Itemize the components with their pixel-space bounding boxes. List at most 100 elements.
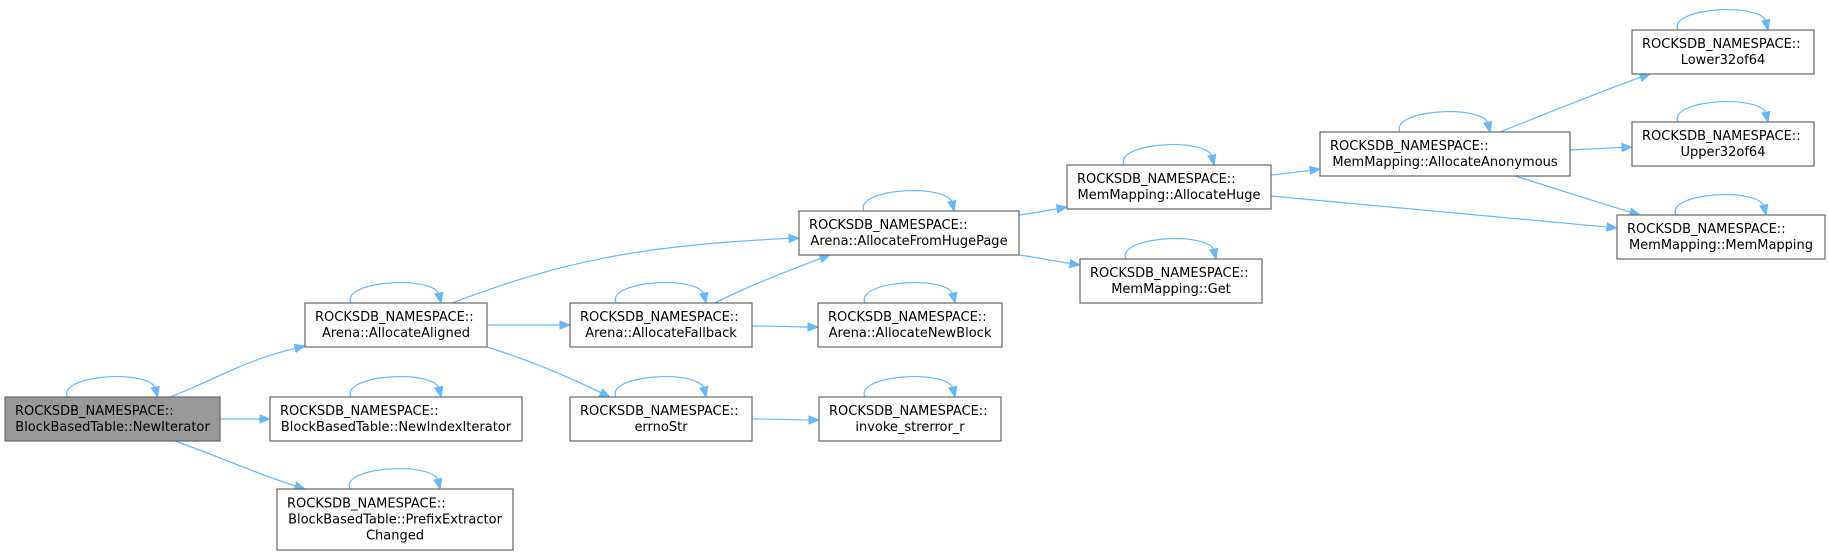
edge-new_iterator-to-new_index_iterator xyxy=(220,414,272,424)
node-box xyxy=(817,302,1003,348)
nodes-layer: ROCKSDB_NAMESPACE::BlockBasedTable::NewI… xyxy=(4,29,1826,551)
self-loop-line xyxy=(863,376,954,398)
node-prefix-extractor-changed[interactable]: ROCKSDB_NAMESPACE::BlockBasedTable::Pref… xyxy=(276,488,514,551)
node-box xyxy=(276,488,514,551)
node-label-line: ROCKSDB_NAMESPACE:: xyxy=(15,404,174,419)
node-label-line: ROCKSDB_NAMESPACE:: xyxy=(1077,172,1236,187)
edge-new_iterator-to-allocate_aligned xyxy=(169,343,307,398)
node-label-line: invoke_strerror_r xyxy=(855,420,965,435)
node-new-index-iterator[interactable]: ROCKSDB_NAMESPACE::BlockBasedTable::NewI… xyxy=(269,396,523,442)
node-label-line: BlockBasedTable::NewIndexIterator xyxy=(281,420,512,435)
edge-line xyxy=(1018,207,1059,216)
edge-arrowhead xyxy=(788,233,801,244)
node-box xyxy=(304,302,488,348)
node-label-line: Arena::AllocateNewBlock xyxy=(829,326,992,341)
node-allocate-fallback[interactable]: ROCKSDB_NAMESPACE::Arena::AllocateFallba… xyxy=(569,302,753,348)
edge-allocate_fallback-to-allocate_from_huge_page xyxy=(714,254,832,304)
edge-line xyxy=(751,325,810,328)
self-loop-invoke_strerror_r xyxy=(863,376,958,399)
node-label-line: MemMapping::AllocateHuge xyxy=(1078,188,1261,203)
node-box xyxy=(1616,214,1826,260)
self-loop-line xyxy=(348,468,439,490)
self-loop-arrowhead xyxy=(948,291,958,305)
self-loop-new_iterator xyxy=(66,376,160,399)
node-box xyxy=(1631,29,1815,75)
self-loop-arrowhead xyxy=(434,385,444,399)
self-loop-line xyxy=(349,376,440,398)
node-label-line: MemMapping::MemMapping xyxy=(1629,238,1813,253)
node-label-line: ROCKSDB_NAMESPACE:: xyxy=(829,404,988,419)
edge-arrowhead xyxy=(1621,142,1634,153)
node-box xyxy=(569,396,753,442)
self-loop-line xyxy=(1398,111,1489,133)
edge-line xyxy=(1270,169,1312,176)
self-loop-mm_memmapping xyxy=(1674,194,1769,217)
node-invoke-strerror-r[interactable]: ROCKSDB_NAMESPACE::invoke_strerror_r xyxy=(818,396,1002,442)
node-label-line: ROCKSDB_NAMESPACE:: xyxy=(315,310,474,325)
self-loop-arrowhead xyxy=(948,385,958,399)
edge-allocate_from_huge_page-to-mm_get xyxy=(1018,254,1082,269)
edge-arrowhead xyxy=(1308,165,1322,176)
edge-line xyxy=(1499,76,1642,133)
edges-layer xyxy=(66,9,1771,491)
self-loop-lower32of64 xyxy=(1676,9,1771,32)
self-loop-prefix_extractor_changed xyxy=(348,468,443,491)
self-loop-arrowhead xyxy=(433,477,443,491)
node-label-line: MemMapping::Get xyxy=(1111,282,1231,297)
self-loop-arrowhead xyxy=(699,385,709,399)
edge-line xyxy=(1270,195,1609,228)
edge-line xyxy=(174,440,297,487)
node-allocate-aligned[interactable]: ROCKSDB_NAMESPACE::Arena::AllocateAligne… xyxy=(304,302,488,348)
node-label-line: Lower32of64 xyxy=(1681,53,1766,68)
node-box xyxy=(818,396,1002,442)
edge-arrowhead xyxy=(1055,204,1069,214)
edge-arrowhead xyxy=(818,254,832,264)
self-loop-allocate_aligned xyxy=(349,282,444,305)
node-label-line: ROCKSDB_NAMESPACE:: xyxy=(287,497,446,512)
edge-line xyxy=(451,237,791,304)
self-loop-line xyxy=(862,190,953,212)
node-allocate-new-block[interactable]: ROCKSDB_NAMESPACE::Arena::AllocateNewBlo… xyxy=(817,302,1003,348)
edge-line xyxy=(486,346,603,394)
node-label-line: ROCKSDB_NAMESPACE:: xyxy=(1642,129,1801,144)
self-loop-line xyxy=(1122,144,1213,166)
node-label-line: ROCKSDB_NAMESPACE:: xyxy=(1642,37,1801,52)
node-mm-allocate-huge[interactable]: ROCKSDB_NAMESPACE::MemMapping::AllocateH… xyxy=(1066,164,1272,210)
node-label-line: ROCKSDB_NAMESPACE:: xyxy=(1330,139,1489,154)
edge-arrowhead xyxy=(1068,258,1082,269)
edge-mm_allocate_anonymous-to-mm_memmapping xyxy=(1514,175,1642,217)
self-loop-line xyxy=(1124,238,1215,260)
self-loop-arrowhead xyxy=(947,199,957,213)
node-mm-get[interactable]: ROCKSDB_NAMESPACE::MemMapping::Get xyxy=(1079,258,1263,304)
node-lower32of64[interactable]: ROCKSDB_NAMESPACE::Lower32of64 xyxy=(1631,29,1815,75)
node-upper32of64[interactable]: ROCKSDB_NAMESPACE::Upper32of64 xyxy=(1631,121,1815,167)
edge-line xyxy=(751,418,811,421)
node-allocate-from-huge-page[interactable]: ROCKSDB_NAMESPACE::Arena::AllocateFromHu… xyxy=(798,210,1020,256)
node-label-line: Arena::AllocateAligned xyxy=(322,326,470,341)
edge-allocate_aligned-to-allocate_from_huge_page xyxy=(451,233,801,304)
edge-arrowhead xyxy=(259,414,272,424)
self-loop-line xyxy=(1676,101,1767,123)
edge-line xyxy=(714,257,822,304)
node-label-line: ROCKSDB_NAMESPACE:: xyxy=(580,404,739,419)
edge-new_iterator-to-prefix_extractor_changed xyxy=(174,440,307,491)
edge-allocate_aligned-to-allocate_fallback xyxy=(486,320,572,330)
node-mm-memmapping[interactable]: ROCKSDB_NAMESPACE::MemMapping::MemMappin… xyxy=(1616,214,1826,260)
node-errno-str[interactable]: ROCKSDB_NAMESPACE::errnoStr xyxy=(569,396,753,442)
node-label-line: BlockBasedTable::PrefixExtractor xyxy=(288,513,503,528)
node-label-line: ROCKSDB_NAMESPACE:: xyxy=(580,310,739,325)
self-loop-arrowhead xyxy=(1761,18,1771,32)
node-mm-allocate-anonymous[interactable]: ROCKSDB_NAMESPACE::MemMapping::AllocateA… xyxy=(1319,131,1571,177)
edge-mm_allocate_huge-to-mm_memmapping xyxy=(1270,195,1619,232)
node-box xyxy=(4,396,221,442)
self-loop-upper32of64 xyxy=(1676,101,1771,124)
self-loop-line xyxy=(66,376,157,398)
self-loop-line xyxy=(1676,9,1767,31)
self-loop-mm_get xyxy=(1124,238,1219,261)
self-loop-line xyxy=(1674,194,1765,216)
self-loop-line xyxy=(349,282,440,304)
self-loop-arrowhead xyxy=(150,385,160,399)
node-new-iterator[interactable]: ROCKSDB_NAMESPACE::BlockBasedTable::NewI… xyxy=(4,396,221,442)
node-label-line: ROCKSDB_NAMESPACE:: xyxy=(280,404,439,419)
edge-mm_allocate_anonymous-to-lower32of64 xyxy=(1499,72,1652,133)
